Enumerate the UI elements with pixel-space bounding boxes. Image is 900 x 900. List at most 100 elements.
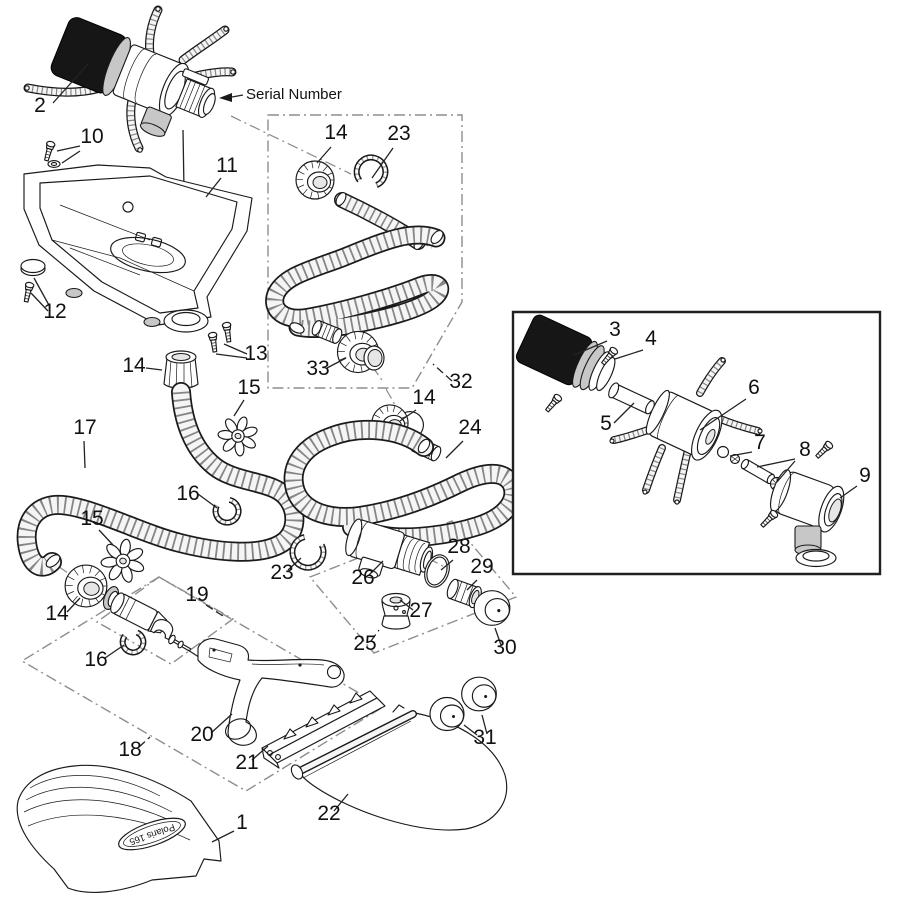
group-box-32	[268, 115, 462, 388]
part-label-30: 30	[493, 636, 516, 659]
leader-line-26	[369, 561, 383, 575]
leader-line-17	[84, 441, 85, 468]
leader-line-1	[212, 831, 234, 842]
part-label-18: 18	[118, 738, 141, 761]
part-9-elbow	[758, 439, 849, 566]
part-19-pin	[167, 634, 192, 654]
leader-line-29	[467, 580, 477, 590]
leader-line-31	[464, 725, 477, 735]
part-label-32: 32	[449, 370, 472, 393]
part-20-yoke	[198, 639, 344, 746]
leader-line-9	[840, 486, 857, 498]
part-24-hose-assembly	[294, 404, 514, 537]
leader-line-28	[441, 560, 453, 570]
leader-line-14a	[146, 368, 162, 370]
leader-line-8	[757, 459, 795, 467]
part-label-24: 24	[458, 416, 482, 439]
leader-line-serial	[232, 95, 243, 97]
part-label-20: 20	[190, 723, 213, 746]
leader-line-16a	[198, 494, 217, 508]
group-32-hose-kit	[275, 154, 446, 374]
leader-line-23a	[288, 558, 301, 570]
part-2-drive-assembly	[25, 7, 235, 152]
part-label-21: 21	[235, 751, 258, 774]
leader-line-21	[252, 746, 268, 760]
part-14-nut-box32	[295, 160, 335, 200]
group-box-25	[310, 521, 516, 653]
seal-ring	[164, 310, 208, 332]
part-16-clip-upper	[213, 498, 243, 526]
part-label-6: 6	[748, 376, 760, 399]
part-11-chassis-pan	[24, 165, 252, 327]
part-17-feed-hose	[27, 392, 295, 570]
leader-line-24	[446, 441, 463, 458]
part-label-27: 27	[409, 599, 432, 622]
part-label-16a: 16	[176, 482, 199, 505]
leader-line-10	[57, 146, 80, 151]
part-23-sleeve-box32	[354, 154, 388, 186]
part-27-grommet	[382, 594, 410, 630]
leader-line-16b	[105, 645, 124, 658]
part-28-o-ring	[422, 553, 452, 589]
part-label-33: 33	[306, 357, 329, 380]
part-label-14a: 14	[122, 354, 146, 377]
part-label-3: 3	[609, 318, 621, 341]
part-label-16b: 16	[84, 648, 107, 671]
part-label-14d: 14	[324, 121, 348, 144]
leader-line-25	[371, 630, 379, 641]
part-label-14c: 14	[412, 386, 436, 409]
part-label-1: 1	[236, 811, 248, 834]
part-label-15b: 15	[80, 507, 103, 530]
leader-line-14b	[67, 598, 80, 612]
leader-line-11	[206, 178, 221, 197]
part-31-wheels	[429, 676, 497, 732]
part-13-screws	[207, 321, 234, 354]
leader-line-13-1	[216, 354, 247, 358]
leader-line-12-1	[31, 293, 48, 311]
part-label-26: 26	[351, 566, 374, 589]
leader-line-30	[495, 628, 501, 645]
leader-line-2	[53, 64, 88, 103]
part-label-2: 2	[34, 94, 46, 117]
part-label-9: 9	[859, 464, 871, 487]
part-label-serial: Serial Number	[246, 86, 342, 103]
part-label-11: 11	[216, 154, 238, 177]
leader-line-23b	[372, 148, 393, 178]
leader-line-10-1	[62, 151, 80, 163]
part-label-17: 17	[73, 416, 96, 439]
leader-line-4	[615, 350, 643, 359]
leader-line-14d	[317, 147, 331, 163]
part-label-31: 31	[473, 726, 496, 749]
leader-line-5	[614, 403, 634, 423]
leader-line-6	[700, 399, 746, 430]
part-label-19: 19	[185, 583, 208, 606]
inset-exploded-assembly	[514, 313, 849, 567]
leader-line-13	[224, 344, 247, 354]
part-label-12: 12	[43, 300, 66, 323]
part-6-body	[610, 358, 762, 504]
part-14-nut-upper	[164, 351, 198, 390]
part-label-28: 28	[447, 535, 470, 558]
part-7-ball	[718, 447, 729, 458]
leader-line-15a	[234, 400, 244, 416]
part-label-23b: 23	[387, 122, 410, 145]
part-12-foot-pad	[21, 260, 45, 304]
part-1-cover: Polaris 165	[17, 765, 221, 892]
part-label-4: 4	[645, 327, 657, 350]
part-32-s-hose	[275, 228, 446, 335]
leader-line-22	[334, 794, 348, 811]
leader-line-14c	[400, 410, 416, 421]
leader-line-3	[574, 341, 607, 355]
serial-number-plate	[182, 68, 209, 85]
leader-line-33	[327, 358, 346, 368]
part-label-25: 25	[353, 632, 376, 655]
leader-line-27	[400, 600, 413, 610]
leader-line-31-1	[482, 715, 487, 734]
part-10-screw	[41, 139, 60, 168]
part-21-weight-bar	[262, 691, 385, 768]
leader-line-20	[211, 714, 232, 733]
part-33-nut	[336, 330, 384, 374]
part-label-13: 13	[244, 342, 267, 365]
leader-line-19	[206, 605, 223, 616]
